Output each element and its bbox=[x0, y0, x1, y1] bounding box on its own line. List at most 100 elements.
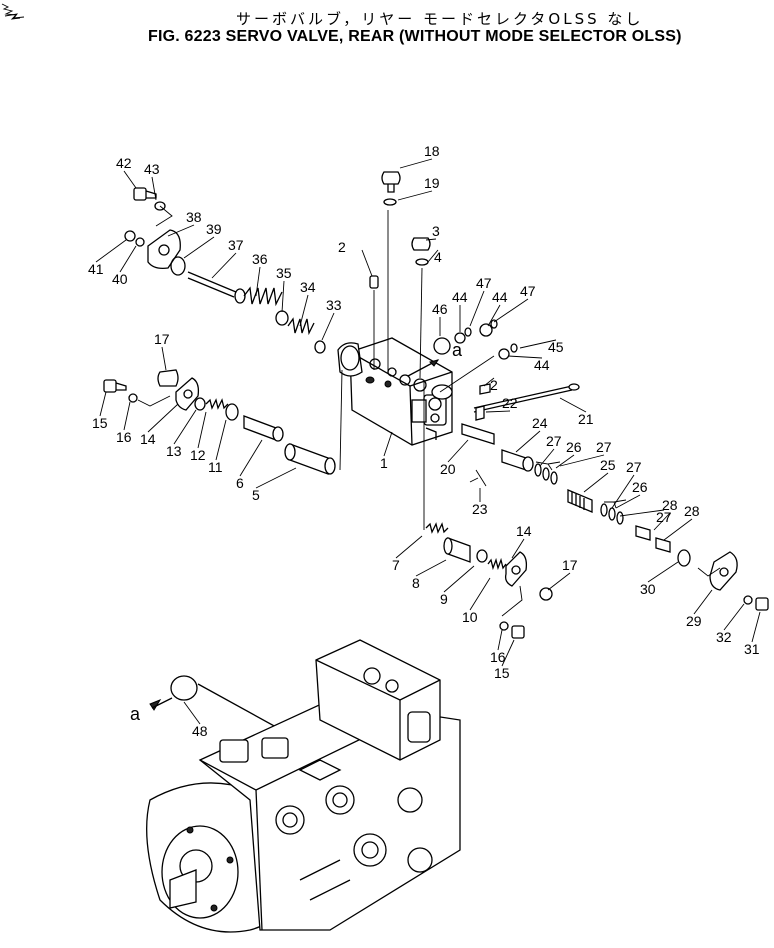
leader-16 bbox=[497, 629, 503, 651]
leader-32 bbox=[723, 603, 745, 631]
callout-47: 47 bbox=[520, 283, 536, 299]
callout-11: 11 bbox=[208, 459, 223, 475]
part-27-oring-b bbox=[550, 471, 558, 485]
part-26-ring-b bbox=[608, 507, 616, 521]
callout-12: 12 bbox=[190, 447, 206, 463]
callout-47: 47 bbox=[476, 275, 492, 291]
callout-13: 13 bbox=[166, 443, 182, 459]
leader-12 bbox=[197, 411, 207, 449]
leader-35 bbox=[281, 280, 285, 313]
part-9-oring bbox=[476, 549, 488, 563]
leader-27 bbox=[611, 474, 635, 509]
view-marker-a: a bbox=[452, 340, 463, 360]
pump-assembly bbox=[146, 639, 461, 933]
leader-39 bbox=[183, 236, 215, 259]
leader-44 bbox=[507, 355, 543, 359]
callout-1: 1 bbox=[380, 455, 388, 471]
part-5-sleeve bbox=[284, 443, 336, 475]
leader-28 bbox=[653, 512, 671, 531]
callout-14: 14 bbox=[516, 523, 532, 539]
leader-15 bbox=[99, 391, 107, 417]
part-41-bolt bbox=[124, 230, 136, 242]
leader-47 bbox=[493, 298, 529, 323]
part-30-oring bbox=[677, 549, 691, 567]
part-35-collar bbox=[275, 310, 289, 326]
part-11-collar bbox=[225, 403, 239, 421]
part-44-plug-b bbox=[479, 323, 493, 337]
part-39-oring bbox=[170, 256, 186, 276]
leader-15 bbox=[501, 639, 515, 667]
callout-48: 48 bbox=[192, 723, 208, 739]
part-16-washer-b bbox=[499, 621, 509, 631]
part-13-oring bbox=[194, 397, 206, 411]
part-32-washer bbox=[743, 595, 753, 605]
leader-5 bbox=[255, 467, 297, 489]
part-15-bolt-b bbox=[511, 625, 525, 639]
callout-27: 27 bbox=[596, 439, 612, 455]
part-27-oring-d bbox=[616, 511, 624, 525]
leader-24 bbox=[515, 430, 541, 453]
part-19-oring bbox=[383, 198, 397, 206]
callout-23: 23 bbox=[472, 501, 488, 517]
callout-46: 46 bbox=[432, 301, 448, 317]
leader-1 bbox=[383, 431, 393, 457]
part-23-pin bbox=[469, 469, 487, 487]
leader-16 bbox=[123, 401, 131, 431]
part-20-sleeve bbox=[461, 423, 495, 445]
callout-15: 15 bbox=[494, 665, 510, 681]
callout-14: 14 bbox=[140, 431, 156, 447]
part-27-oring-c bbox=[600, 503, 608, 517]
leader-41 bbox=[95, 239, 127, 263]
leader-25 bbox=[583, 472, 609, 493]
part-6-spool bbox=[243, 415, 284, 442]
callout-34: 34 bbox=[300, 279, 316, 295]
leader-47 bbox=[469, 290, 485, 327]
part-44-plug-a bbox=[454, 332, 466, 344]
part-3-plug bbox=[411, 237, 431, 251]
callout-18: 18 bbox=[424, 143, 440, 159]
leader-19 bbox=[397, 190, 433, 201]
leader-38 bbox=[167, 224, 195, 237]
right-lower-chain bbox=[501, 449, 769, 611]
callout-45: 45 bbox=[548, 339, 564, 355]
leader-27 bbox=[559, 454, 605, 467]
callout-27: 27 bbox=[656, 509, 672, 525]
part-40-washer bbox=[135, 237, 145, 247]
callout-24: 24 bbox=[532, 415, 548, 431]
leader-20 bbox=[447, 439, 469, 463]
leader-26 bbox=[555, 454, 575, 469]
part-31-bolt bbox=[755, 597, 769, 611]
leader-17 bbox=[547, 572, 571, 591]
callout-15: 15 bbox=[92, 415, 108, 431]
leader-36 bbox=[255, 266, 261, 297]
part-47-oring-a bbox=[464, 327, 472, 337]
callout-26: 26 bbox=[566, 439, 582, 455]
upper-spool-group bbox=[124, 187, 326, 354]
scan-artifact bbox=[1, 3, 25, 20]
leader-45 bbox=[519, 339, 557, 349]
part-42-bolt bbox=[133, 187, 157, 201]
callout-10: 10 bbox=[462, 609, 478, 625]
callout-36: 36 bbox=[252, 251, 268, 267]
left-lower-group bbox=[103, 369, 343, 475]
callout-22: 22 bbox=[502, 395, 518, 411]
callout-3: 3 bbox=[432, 223, 440, 239]
callout-30: 30 bbox=[640, 581, 656, 597]
part-47-oring-b bbox=[490, 319, 498, 329]
leader-42 bbox=[123, 170, 137, 189]
callout-2: 2 bbox=[338, 239, 346, 255]
part-48-oring bbox=[170, 675, 198, 701]
callout-27: 27 bbox=[546, 433, 562, 449]
leader-8 bbox=[415, 559, 447, 577]
part-16-washer bbox=[128, 393, 138, 403]
callout-44: 44 bbox=[534, 357, 550, 373]
part-21-rod bbox=[473, 383, 580, 413]
callout-32: 32 bbox=[716, 629, 732, 645]
callout-4: 4 bbox=[434, 249, 442, 265]
leader-48 bbox=[183, 701, 201, 725]
callout-28: 28 bbox=[662, 497, 678, 513]
callout-7: 7 bbox=[392, 557, 400, 573]
leader-11 bbox=[215, 419, 227, 461]
callout-37: 37 bbox=[228, 237, 244, 253]
